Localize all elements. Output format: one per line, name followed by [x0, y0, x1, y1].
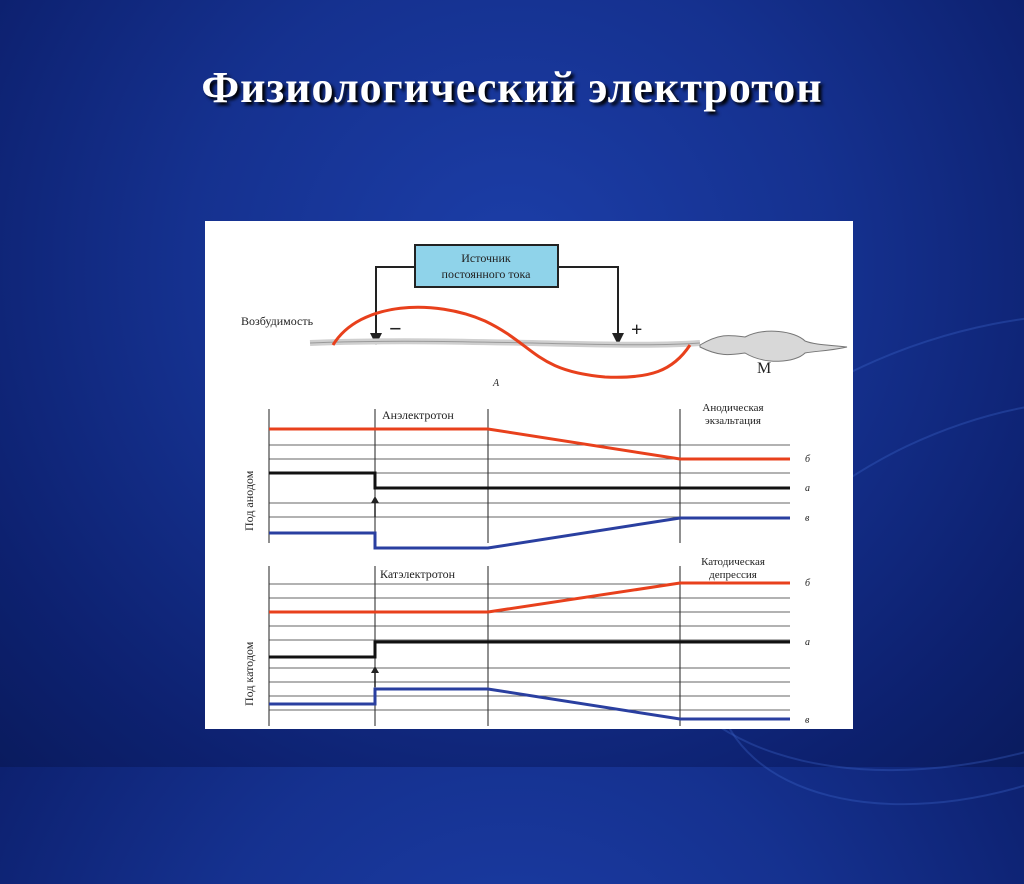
excitability-wave [331, 305, 692, 379]
trace-label-b-top: б [805, 454, 811, 465]
panel-label: А [492, 378, 500, 389]
trace-label-b-bottom: б [805, 578, 811, 589]
dc-source-label-line1: Источник [461, 251, 511, 265]
graph-under-anode: Анэлектротон Анодическая экзальтация Под… [242, 402, 811, 550]
graph-under-cathode: Катэлектротон Катодическая депрессия Под… [242, 556, 811, 726]
cathode-potential-trace-a [269, 640, 790, 659]
anode-threshold-trace-v [269, 516, 790, 550]
muscle-shape [699, 330, 848, 362]
diagram-svg: Источник постоянного тока − + М Возбудим… [241, 244, 848, 726]
minus-sign: − [389, 316, 402, 341]
wire-left [375, 266, 415, 341]
trace-label-a-bottom: а [805, 637, 810, 648]
dc-source-circuit: Источник постоянного тока − + [370, 244, 642, 345]
trace-label-v-bottom: в [805, 715, 810, 726]
dc-source-label-line2: постоянного тока [442, 267, 532, 281]
electrotone-diagram: Источник постоянного тока − + М Возбудим… [205, 221, 853, 729]
under-cathode-label: Под катодом [242, 641, 256, 706]
anode-potential-trace-a [269, 471, 790, 490]
anelectrotone-label: Анэлектротон [382, 408, 454, 422]
under-anode-label: Под анодом [242, 470, 256, 531]
cathode-onset-arrowhead [371, 666, 379, 673]
cathodic-depression-line1: Катодическая [701, 556, 765, 568]
wire-right [558, 266, 619, 341]
anodic-exaltation-line1: Анодическая [702, 402, 763, 414]
catelectrotone-label: Катэлектротон [380, 567, 456, 581]
nerve-fiber: М [309, 330, 848, 377]
plus-sign: + [631, 319, 642, 341]
trace-label-a-top: а [805, 483, 810, 494]
anode-arrow [612, 333, 624, 345]
anodic-exaltation-line2: экзальтация [705, 415, 761, 427]
muscle-label: М [757, 360, 771, 377]
trace-label-v-top: в [805, 513, 810, 524]
anode-onset-arrowhead [371, 496, 379, 503]
anode-excitability-trace-b [269, 427, 790, 461]
slide-title: Физиологический электротон [201, 63, 823, 112]
cathode-threshold-trace-v [269, 687, 790, 721]
cathode-excitability-trace-b [269, 581, 790, 614]
excitability-label: Возбудимость [241, 314, 314, 328]
cathodic-depression-line2: депрессия [709, 569, 757, 581]
